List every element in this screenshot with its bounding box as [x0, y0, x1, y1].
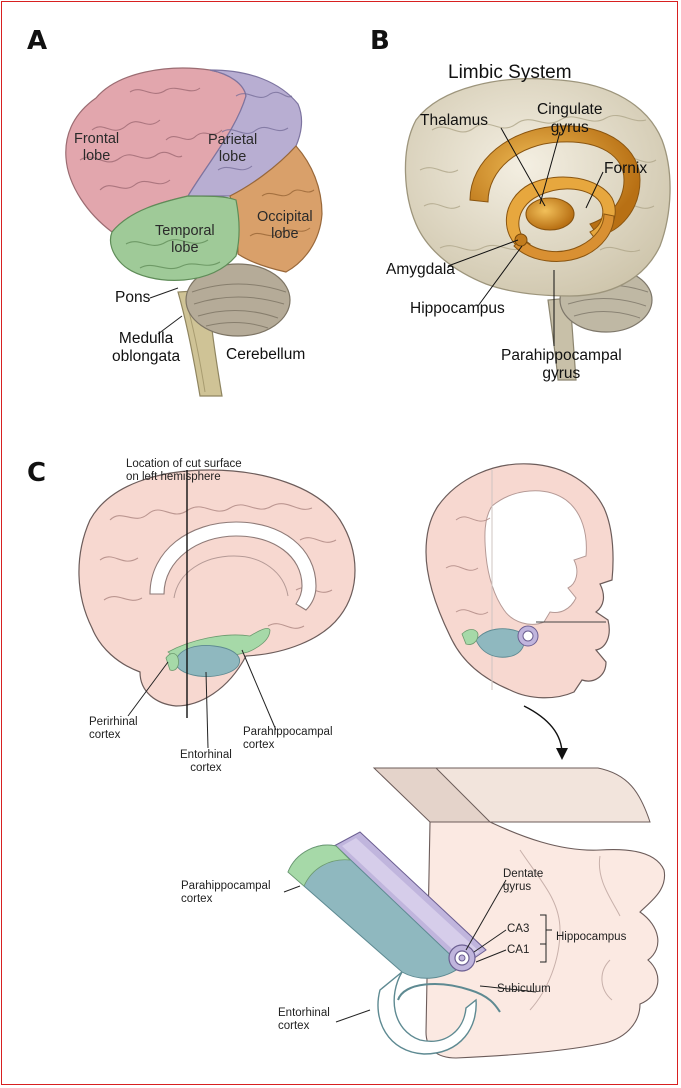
occipital-lobe-label-line1: Occipital: [257, 209, 313, 226]
subiculum-label: Subiculum: [497, 983, 551, 996]
detail-parahippocampal-cortex-label: Parahippocampal cortex: [181, 880, 271, 906]
detail-parahippocampal-label-line1: Parahippocampal: [181, 880, 271, 893]
frontal-lobe-label-line2: lobe: [74, 148, 119, 165]
entorhinal-cortex-label: Entorhinal cortex: [180, 749, 232, 775]
perirhinal-label-line1: Perirhinal: [89, 716, 138, 729]
detail-entorhinal-label-line1: Entorhinal: [278, 1007, 330, 1020]
cut-surface-label-line2: on left hemisphere: [126, 471, 242, 484]
panel-letter-c: C: [27, 458, 46, 488]
panel-c-detail-block: [284, 768, 665, 1058]
panel-letter-a: A: [27, 26, 47, 56]
ca3-label: CA3: [507, 923, 529, 936]
temporal-lobe-label: Temporal lobe: [155, 223, 215, 256]
thalamus-label: Thalamus: [420, 112, 488, 130]
pons-label: Pons: [115, 289, 150, 307]
limbic-system-title: Limbic System: [448, 62, 572, 84]
medial-entorhinal-shape: [176, 646, 240, 677]
dentate-gyrus-label-line1: Dentate: [503, 868, 543, 881]
perirhinal-cortex-label: Perirhinal cortex: [89, 716, 138, 742]
medulla-label-line1: Medulla: [112, 330, 180, 348]
panel-letter-b: B: [370, 26, 390, 56]
parahippocampal-gyrus-label-line2: gyrus: [501, 365, 622, 383]
coronal-white-matter: [485, 491, 586, 625]
entorhinal-label-line2: cortex: [180, 762, 232, 775]
panel-c-medial-brain: [79, 470, 355, 748]
detail-entorhinal-label-line2: cortex: [278, 1020, 330, 1033]
dentate-gyrus-label: Dentate gyrus: [503, 868, 543, 894]
parietal-lobe-label: Parietal lobe: [208, 132, 257, 165]
cut-surface-label: Location of cut surface on left hemisphe…: [126, 458, 242, 484]
detail-parahippocampal-label-line2: cortex: [181, 893, 271, 906]
parahippocampal-cortex-label: Parahippocampal cortex: [243, 726, 333, 752]
detail-entorhinal-cortex-label: Entorhinal cortex: [278, 1007, 330, 1033]
frontal-lobe-label: Frontal lobe: [74, 131, 119, 164]
hippocampus-bracket-label: Hippocampus: [556, 931, 626, 944]
medulla-oblongata-label: Medulla oblongata: [112, 330, 180, 366]
temporal-lobe-label-line1: Temporal: [155, 223, 215, 240]
parahippocampal-gyrus-label-line1: Parahippocampal: [501, 347, 622, 365]
parahippocampal-cortex-label-line1: Parahippocampal: [243, 726, 333, 739]
frontal-lobe-label-line1: Frontal: [74, 131, 119, 148]
zoom-arrow: [524, 706, 562, 754]
cingulate-label-line1: Cingulate: [537, 101, 603, 119]
occipital-lobe-label: Occipital lobe: [257, 209, 313, 242]
parahippocampal-cortex-label-line2: cortex: [243, 739, 333, 752]
fornix-label: Fornix: [604, 160, 647, 178]
cerebellum-label: Cerebellum: [226, 346, 305, 364]
panel-c-coronal-section: [426, 464, 613, 760]
medulla-label-line2: oblongata: [112, 348, 180, 366]
thalamus-shape: [526, 198, 574, 230]
parietal-lobe-label-line1: Parietal: [208, 132, 257, 149]
cingulate-label-line2: gyrus: [537, 119, 603, 137]
amygdala-label: Amygdala: [386, 261, 455, 279]
cingulate-gyrus-label: Cingulate gyrus: [537, 101, 603, 137]
dentate-gyrus-label-line2: gyrus: [503, 881, 543, 894]
temporal-lobe-label-line2: lobe: [155, 240, 215, 257]
perirhinal-label-line2: cortex: [89, 729, 138, 742]
parietal-lobe-label-line2: lobe: [208, 149, 257, 166]
ca1-label: CA1: [507, 944, 529, 957]
pons-leader-line: [150, 288, 178, 298]
occipital-lobe-label-line2: lobe: [257, 226, 313, 243]
entorhinal-label-line1: Entorhinal: [180, 749, 232, 762]
cut-surface-label-line1: Location of cut surface: [126, 458, 242, 471]
hippocampus-label: Hippocampus: [410, 300, 505, 318]
parahippocampal-gyrus-label: Parahippocampal gyrus: [501, 347, 622, 383]
